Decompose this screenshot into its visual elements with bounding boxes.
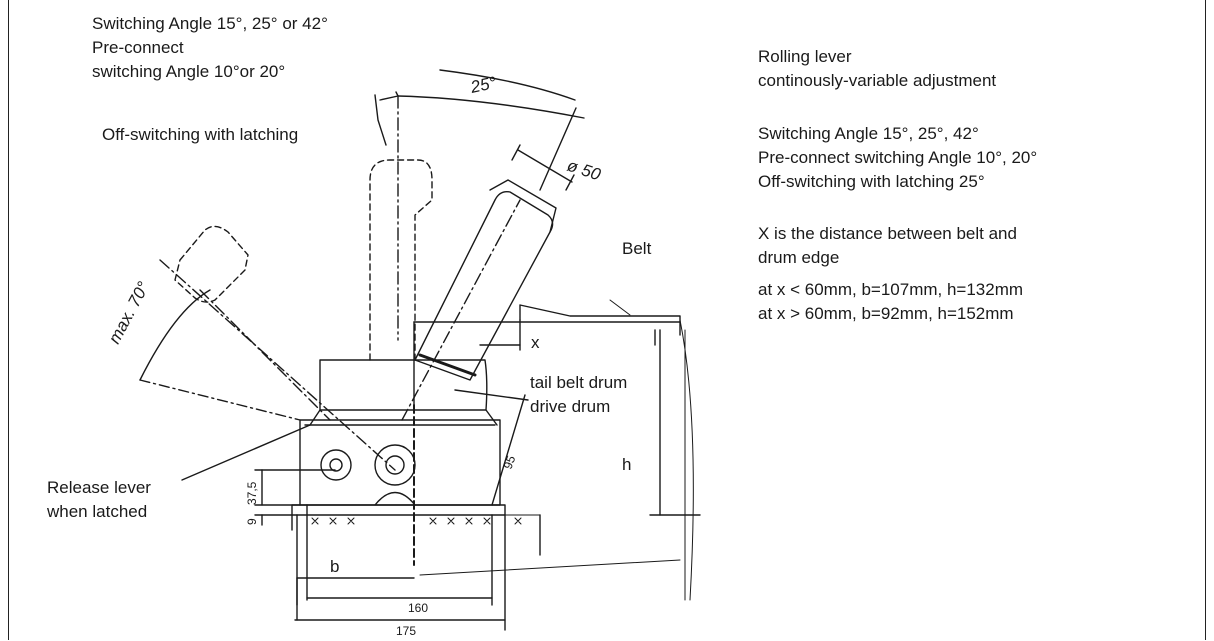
drive-shaft bbox=[374, 444, 416, 486]
case-2-line: at x > 60mm, b=92mm, h=152mm bbox=[758, 304, 1014, 323]
off-switching-note: Off-switching with latching bbox=[102, 125, 299, 144]
x-description-1: X is the distance between belt and bbox=[758, 224, 1017, 243]
max-angle-label: max. 70° bbox=[105, 278, 153, 346]
dim-37-5-label: 37,5 bbox=[245, 481, 259, 505]
tail-drum-label: tail belt drum bbox=[530, 373, 627, 392]
pre-connect-line: Pre-connect switching Angle 10°, 20° bbox=[758, 148, 1038, 167]
dim-160-label: 160 bbox=[408, 601, 428, 615]
switching-angle-note: Switching Angle 15°, 25° or 42° bbox=[92, 14, 328, 33]
neutral-lever-outline bbox=[369, 159, 433, 361]
case-1-line: at x < 60mm, b=107mm, h=132mm bbox=[758, 280, 1024, 299]
tilted-lever-outline bbox=[174, 225, 249, 303]
angle-arc-25 bbox=[397, 95, 585, 119]
housing-top bbox=[319, 359, 488, 411]
h-label: h bbox=[622, 455, 631, 474]
adjustment-line: continously-variable adjustment bbox=[758, 71, 997, 90]
base-plate bbox=[291, 504, 506, 516]
pre-connect-note: Pre-connect bbox=[92, 38, 184, 57]
release-lever-leader bbox=[181, 424, 311, 481]
dim-95-line bbox=[491, 394, 526, 506]
angle-arc-outer bbox=[439, 69, 576, 101]
b-label: b bbox=[330, 557, 339, 576]
release-lever-label-1: Release lever bbox=[47, 478, 151, 497]
dim-9-label: 9 bbox=[245, 518, 259, 525]
belt bbox=[413, 304, 681, 323]
dim-95-label: 95 bbox=[501, 453, 519, 471]
angles-line: Switching Angle 15°, 25°, 42° bbox=[758, 124, 979, 143]
pre-connect-angle-note: switching Angle 10°or 20° bbox=[92, 62, 286, 81]
drive-drum-label: drive drum bbox=[530, 397, 610, 416]
release-lever-knob bbox=[320, 449, 352, 481]
belt-label: Belt bbox=[622, 239, 652, 258]
x-label: x bbox=[531, 333, 540, 352]
angle-25-label: 25° bbox=[468, 73, 498, 97]
release-lever-label-2: when latched bbox=[46, 502, 147, 521]
drawing-frame bbox=[8, 0, 1206, 640]
rolling-lever-title: Rolling lever bbox=[758, 47, 852, 66]
max-angle-arc bbox=[139, 289, 211, 381]
dim-175-label: 175 bbox=[396, 624, 416, 638]
x-description-2: drum edge bbox=[758, 248, 840, 267]
off-switching-line: Off-switching with latching 25° bbox=[758, 172, 985, 191]
